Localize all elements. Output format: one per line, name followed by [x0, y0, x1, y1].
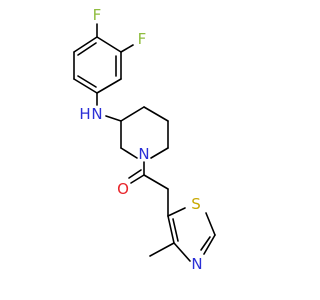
bond — [128, 169, 142, 179]
bond — [167, 207, 186, 217]
bond — [149, 242, 175, 257]
bond — [73, 78, 98, 94]
bond — [203, 234, 216, 255]
thiazole-sulfur-label: S — [191, 195, 201, 213]
molecule-structure-diagram: F F N H N O S N — [73, 6, 216, 273]
bond — [130, 174, 145, 184]
bond — [172, 218, 179, 242]
carbonyl-oxygen-label: O — [117, 180, 129, 198]
bond — [120, 44, 134, 53]
atom-label-layer: F F N H N O S N — [79, 6, 202, 273]
thiazole-nitrogen-label: N — [191, 255, 202, 273]
bond — [105, 115, 122, 122]
bond — [150, 147, 169, 159]
bond — [143, 174, 169, 190]
piperidine-nitrogen-label: N — [138, 145, 149, 163]
bond — [96, 78, 122, 94]
bond — [143, 106, 169, 122]
bond — [167, 215, 175, 244]
bond — [73, 36, 98, 53]
bond — [77, 42, 97, 56]
bond — [200, 236, 211, 251]
fluorine-atom-label: F — [138, 30, 147, 48]
amine-nitrogen-label: N — [91, 105, 102, 123]
bond — [120, 106, 145, 122]
bond — [173, 242, 191, 262]
bond — [120, 147, 138, 159]
bond — [96, 36, 122, 53]
amine-hydrogen-label: H — [79, 105, 90, 123]
fluorine-atom-label: F — [93, 6, 102, 24]
bond-layer — [73, 23, 216, 262]
bond — [77, 75, 97, 88]
bond — [205, 212, 216, 236]
